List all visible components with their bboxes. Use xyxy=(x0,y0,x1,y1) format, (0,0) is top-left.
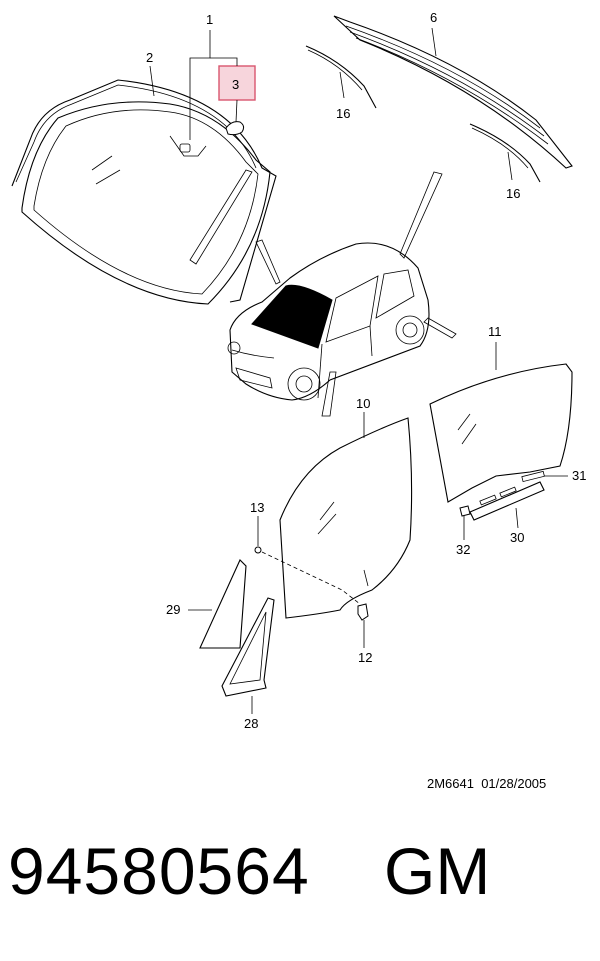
rear-glass-molding-lower xyxy=(469,123,541,183)
front-door-bolt xyxy=(254,516,361,605)
diagram-reference: 2M6641 01/28/2005 xyxy=(427,776,547,791)
part-number: 94580564 xyxy=(8,834,310,908)
front-door-glass xyxy=(279,412,413,619)
callout-11: 11 xyxy=(488,324,502,339)
callout-2: 2 xyxy=(146,50,153,65)
rear-glass xyxy=(333,15,573,169)
rear-door-glass-strip xyxy=(521,470,568,483)
callout-16-lower: 16 xyxy=(506,186,520,201)
front-quarter-glass-seal xyxy=(221,597,275,714)
callout-1: 1 xyxy=(206,12,213,27)
callout-32: 32 xyxy=(456,542,470,557)
rear-door-glass xyxy=(429,342,573,503)
windshield-glass xyxy=(21,101,271,305)
callout-13: 13 xyxy=(250,500,264,515)
car-illustration xyxy=(227,242,430,401)
brand-label: GM xyxy=(384,834,491,908)
callout-12: 12 xyxy=(358,650,372,665)
callout-10: 10 xyxy=(356,396,370,411)
callout-3: 3 xyxy=(232,77,239,92)
leader-lines-windshield xyxy=(149,30,238,140)
callout-29: 29 xyxy=(166,602,180,617)
callout-28: 28 xyxy=(244,716,258,731)
glass-parts-diagram: 1 2 3 6 16 16 11 10 31 13 30 32 29 12 28 xyxy=(11,10,586,731)
callout-30: 30 xyxy=(510,530,524,545)
rear-glass-molding-upper xyxy=(305,45,377,109)
callout-6: 6 xyxy=(430,10,437,25)
callout-31: 31 xyxy=(572,468,586,483)
rain-sensor-pad xyxy=(225,121,245,136)
rear-glass-clip xyxy=(459,505,471,540)
callout-16-upper: 16 xyxy=(336,106,350,121)
pointer-wedges xyxy=(255,171,457,417)
front-quarter-glass xyxy=(188,559,247,649)
front-door-glass-clip xyxy=(357,603,369,648)
rear-door-sash-channel xyxy=(469,481,545,529)
